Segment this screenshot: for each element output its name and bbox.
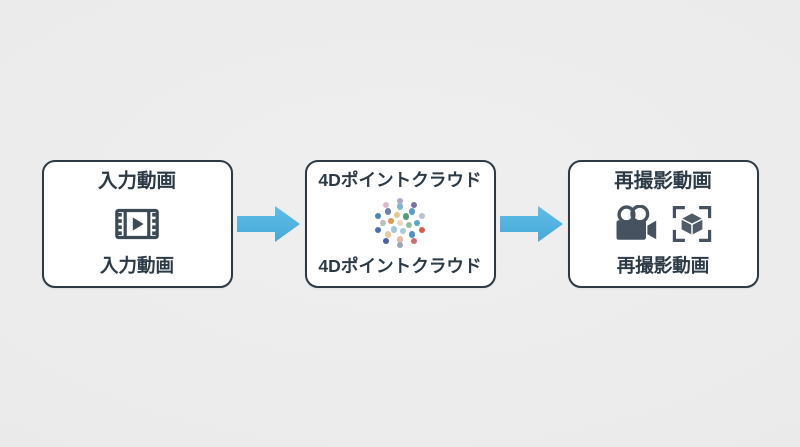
arrow-input-to-pointcloud	[233, 201, 305, 247]
stage-input-video[interactable]: 入力動画	[41, 159, 233, 288]
cloud-dot	[405, 221, 413, 228]
cloud-dot	[384, 231, 392, 238]
cloud-dot	[399, 228, 406, 235]
cube-scan-icon	[672, 205, 712, 242]
right-arrow-icon	[499, 205, 563, 242]
stage-label: 入力動画	[99, 255, 174, 277]
stage-label: 再撮影動画	[616, 255, 710, 277]
cloud-dot	[397, 242, 403, 249]
cloud-dot	[413, 219, 421, 227]
stage-icon-group	[374, 189, 426, 257]
film-play-icon	[115, 208, 159, 239]
cloud-dot	[418, 213, 425, 220]
dot-cloud-icon	[374, 197, 426, 249]
arrow-pointcloud-to-reshoot	[496, 201, 568, 247]
stage-icon-group	[115, 191, 159, 256]
stage-label: 4Dポイントクラウド	[318, 256, 482, 277]
cloud-dot	[410, 202, 417, 209]
cloud-dot	[379, 219, 387, 227]
cloud-dot	[383, 202, 390, 209]
right-arrow-icon	[236, 205, 300, 242]
stage-icon-group	[614, 191, 712, 256]
cloud-dot	[375, 226, 382, 233]
cloud-dot	[410, 237, 417, 244]
cloud-dot	[390, 226, 397, 233]
cloud-dot	[396, 203, 404, 210]
cloud-dot	[408, 208, 416, 215]
cloud-dot	[396, 219, 404, 227]
cloud-dot	[397, 197, 403, 204]
cloud-dot	[394, 211, 401, 218]
cloud-dot	[403, 213, 410, 220]
stage-point-cloud[interactable]: 4Dポイントクラウド 4Dポイントクラウド	[304, 159, 496, 288]
stage-title: 入力動画	[97, 169, 176, 192]
movie-camera-icon	[616, 204, 657, 240]
stage-title: 4Dポイントクラウド	[318, 169, 482, 190]
cloud-dot	[418, 226, 425, 233]
cloud-dot	[383, 237, 390, 244]
cloud-dot	[387, 218, 395, 225]
cloud-dot	[375, 213, 382, 220]
stage-title: 再撮影動画	[614, 169, 712, 192]
cloud-dot	[408, 231, 416, 238]
cloud-dot	[384, 208, 392, 215]
cloud-dot	[396, 236, 404, 243]
stage-reshoot-video[interactable]: 再撮影動画	[567, 159, 759, 288]
